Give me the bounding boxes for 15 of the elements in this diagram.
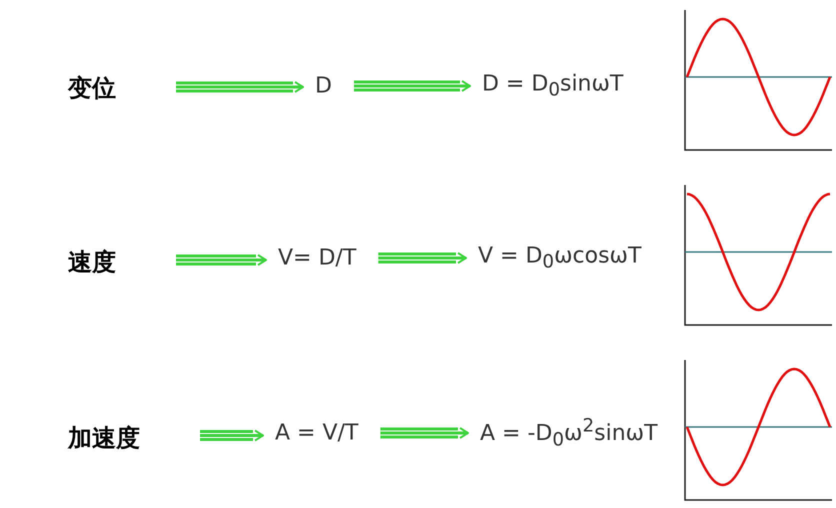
quantity-label: 加速度 [68, 422, 140, 454]
quantity-label: 速度 [68, 246, 116, 278]
formula-text: A = -D$_{0}$ω$^{2}$sinωT [480, 416, 658, 450]
formula-text: A = V/T [275, 420, 358, 446]
quantity-label: 变位 [68, 72, 116, 104]
double-arrow [174, 254, 268, 266]
double-arrow [174, 81, 304, 93]
formula-text: D = D$_{0}$sinωT [482, 71, 624, 101]
formula-text: V= D/T [278, 246, 356, 270]
formula-text: V = D$_{0}$ωcosωT [478, 243, 642, 273]
double-arrow [378, 427, 470, 439]
double-arrow [198, 430, 264, 442]
double-arrow [376, 252, 468, 264]
double-arrow [352, 80, 472, 92]
formula-text: D [315, 74, 332, 98]
